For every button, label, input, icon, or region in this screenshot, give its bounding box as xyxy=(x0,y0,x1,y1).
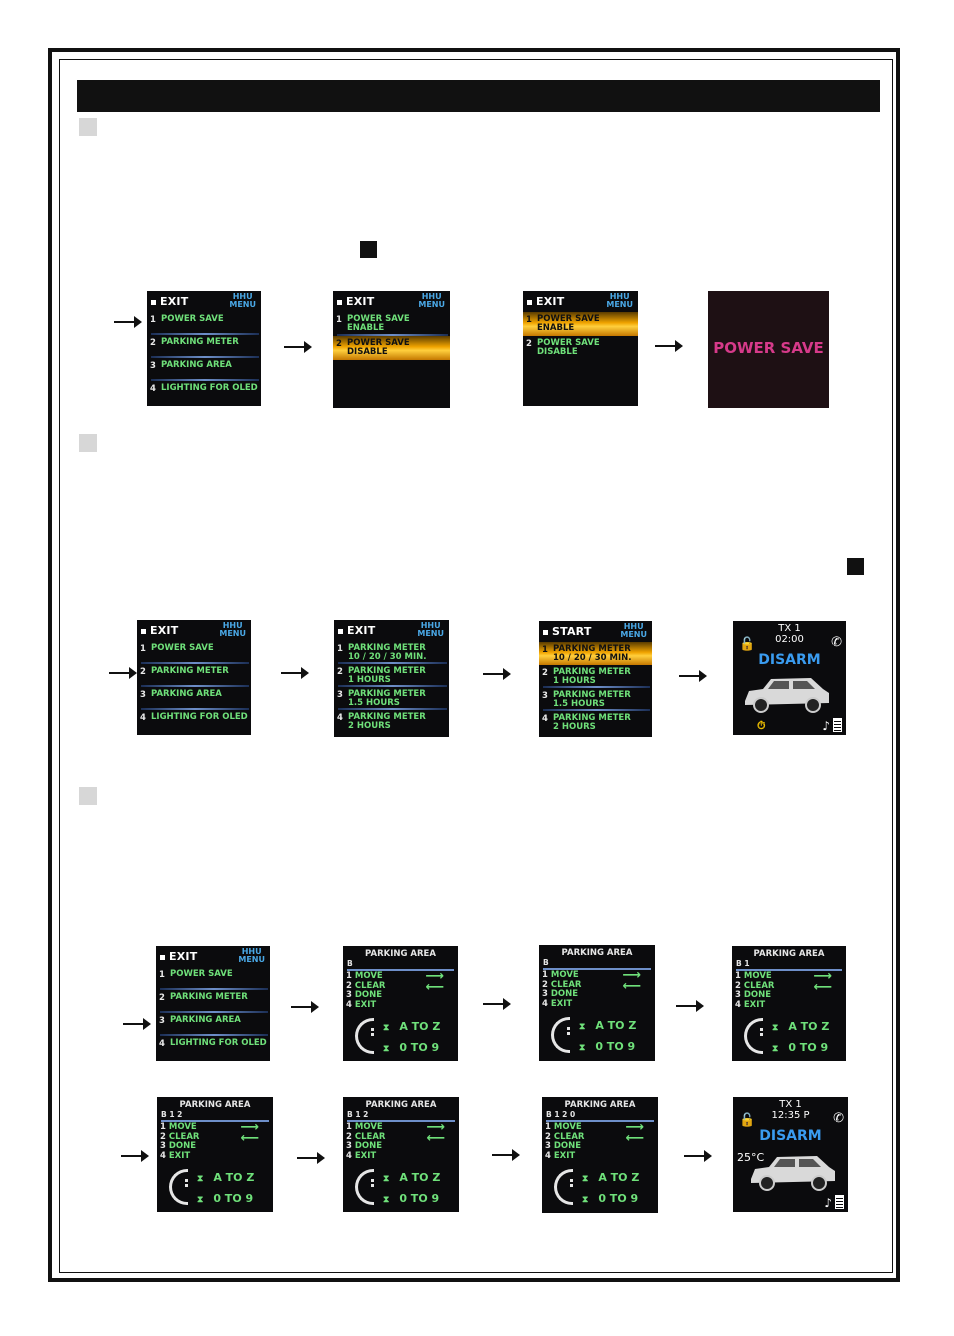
battery-icon xyxy=(835,1195,844,1209)
arrow-icon xyxy=(284,341,312,353)
section-header-bar xyxy=(77,80,880,112)
car-icon xyxy=(751,1156,835,1191)
button-symbol xyxy=(360,241,377,258)
power-save-splash: POWER SAVE xyxy=(708,291,829,408)
arrow-icon xyxy=(281,667,309,679)
arrow-icon xyxy=(291,1001,319,1013)
bullet-2 xyxy=(79,434,97,452)
hhu-menu-label: HHU MENU xyxy=(229,292,256,309)
arrow-icon xyxy=(679,670,707,682)
arrow-icon xyxy=(121,1150,149,1162)
arrow-icon xyxy=(109,667,137,679)
arrow-icon xyxy=(114,316,142,328)
button-symbol xyxy=(847,558,864,575)
arrow-icon xyxy=(655,340,683,352)
page-border-inner xyxy=(59,59,893,1273)
arrow-icon xyxy=(676,1000,704,1012)
arrow-icon xyxy=(492,1149,520,1161)
timer-icon: ⏱ xyxy=(757,719,766,732)
antenna-icon: ✆ xyxy=(833,1111,844,1126)
arrow-icon xyxy=(483,998,511,1010)
arrow-icon xyxy=(123,1018,151,1030)
antenna-icon: ✆ xyxy=(831,635,842,650)
bullet-3 xyxy=(79,787,97,805)
arrow-icon xyxy=(297,1152,325,1164)
lock-icon: 🔓 xyxy=(739,637,756,652)
arrow-icon xyxy=(684,1150,712,1162)
menu-exit: EXIT xyxy=(151,295,188,308)
bullet-1 xyxy=(79,118,97,136)
car-icon xyxy=(745,678,829,713)
music-note-icon: ♪ xyxy=(824,1196,832,1210)
music-note-icon: ♪ xyxy=(822,719,830,733)
battery-icon xyxy=(833,718,842,732)
lock-icon: 🔓 xyxy=(739,1113,756,1128)
arrow-icon xyxy=(483,668,511,680)
page-border-outer xyxy=(48,48,900,1282)
